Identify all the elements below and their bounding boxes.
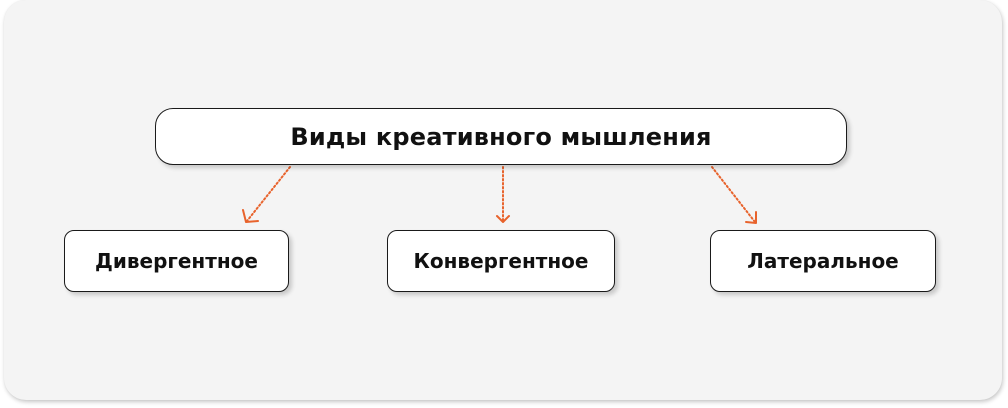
diagram-card [4,0,1002,400]
child-node-divergent: Дивергентное [64,230,289,292]
child-node-label: Латеральное [747,249,899,273]
root-node: Виды креативного мышления [155,108,847,165]
child-node-lateral: Латеральное [710,230,936,292]
child-node-convergent: Конвергентное [387,230,615,292]
root-node-label: Виды креативного мышления [290,122,712,151]
child-node-label: Дивергентное [95,249,258,273]
child-node-label: Конвергентное [413,249,589,273]
